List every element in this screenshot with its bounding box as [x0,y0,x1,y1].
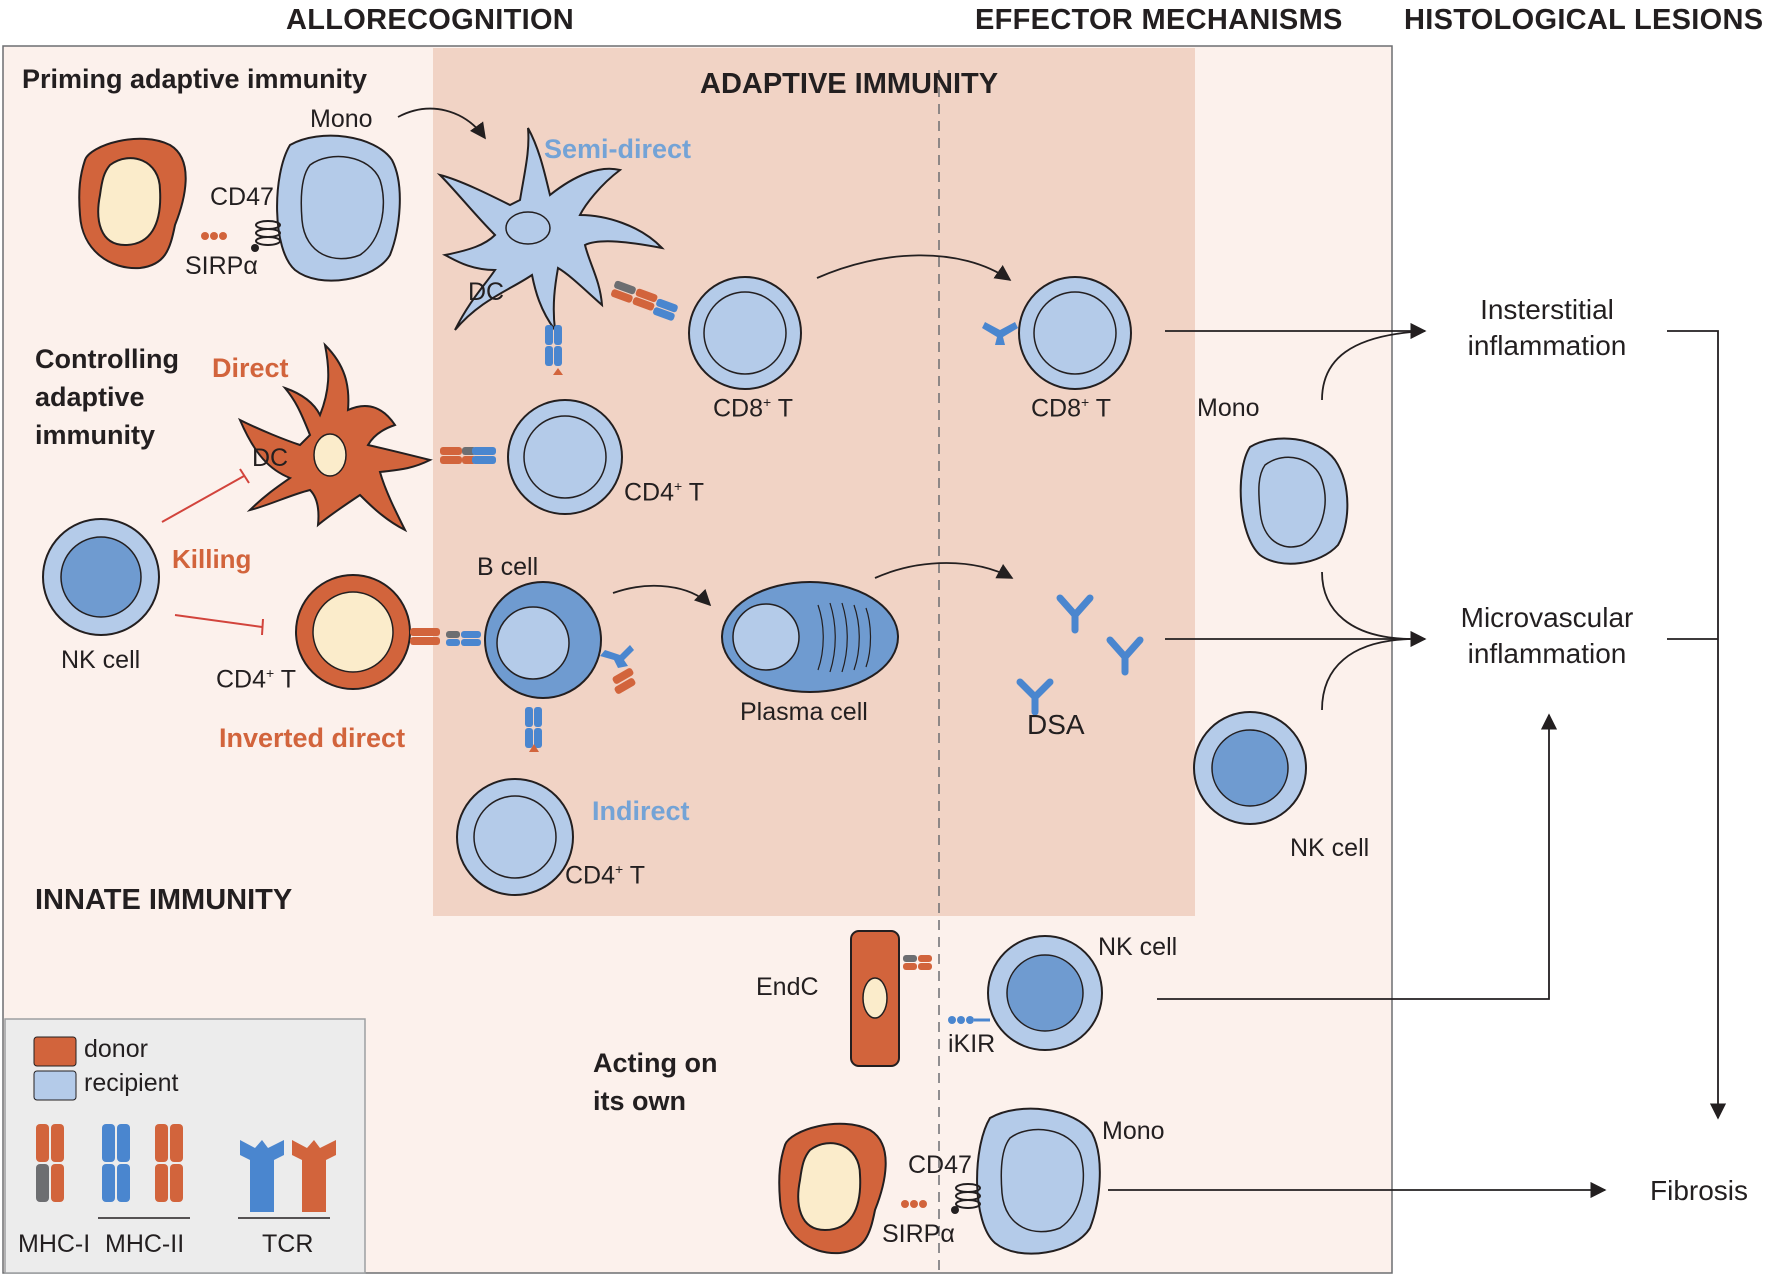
legend-tcr-label: TCR [262,1230,314,1258]
dsa-antibodies [1016,594,1144,716]
label-indirect: Indirect [592,796,690,826]
cd4-t-cell-indirect [456,778,574,896]
legend-recipient-swatch [33,1070,77,1101]
cd4-t-cell-donor [295,574,411,690]
nk-cell-right [1193,711,1307,825]
dc-semi-direct [436,127,665,334]
arrow-mono-to-dc [397,107,486,140]
donor-cell-bottom [778,1122,887,1255]
sirpa-ligand-bottom [901,1200,927,1208]
arrow-b-to-plasma [612,584,712,607]
arrow-cd8-to-effector [816,254,1012,281]
mono-cell-top [251,134,401,282]
endothelial-cell [850,930,932,1067]
label-cd47-bottom: CD47 [908,1151,972,1179]
label-mono-right: Mono [1197,394,1260,422]
arrow-mono-interstitial [1321,330,1426,401]
tcr-indirect [525,707,542,752]
legend-mhc2-red-icon [155,1124,183,1202]
lesion-fibrosis: Fibrosis [1650,1175,1749,1206]
inhibit-line-cd4 [174,614,263,628]
arrow-mono-micro [1321,571,1411,640]
label-nk-bottom: NK cell [1098,933,1178,961]
section-controlling-2: adaptive [35,382,145,412]
arrow-nk-to-micro [1157,713,1558,1000]
cd4-t-cell-direct [507,399,623,515]
mono-cell-bottom [951,1107,1101,1255]
section-innate: INNATE IMMUNITY [35,884,293,916]
label-b-cell: B cell [477,553,539,581]
label-cd4-t-direct: CD4+ T [624,478,704,507]
arrow-plasma-to-dsa [874,562,1014,579]
label-cd47-top: CD47 [210,183,274,211]
label-inverted-direct: Inverted direct [219,723,406,753]
legend-tcr-red-icon [292,1140,336,1212]
donor-cell-top [78,137,187,270]
label-nk-left: NK cell [61,646,141,674]
mono-cell-right [1239,437,1349,565]
label-dc-direct: DC [252,444,289,472]
legend-tcr-blue-icon [240,1140,284,1212]
label-killing: Killing [172,544,252,574]
label-cd4-t-indirect: CD4+ T [565,861,645,890]
inhibit-line-dc [161,475,245,523]
arrow-to-fibrosis-right [1667,330,1727,1120]
section-adaptive: ADAPTIVE IMMUNITY [700,68,999,100]
cd8-t-cell-1 [688,276,802,390]
plasma-cell [721,581,899,693]
header-allorecognition: ALLORECOGNITION [286,4,575,36]
section-controlling-3: immunity [35,420,156,450]
label-ikir: iKIR [948,1030,996,1058]
tcr-donor [410,628,440,645]
section-priming: Priming adaptive immunity [22,64,368,94]
section-acting-2: its own [593,1086,686,1116]
section-acting-1: Acting on [593,1048,718,1078]
label-cd8-t-2: CD8+ T [1031,394,1111,423]
section-controlling-1: Controlling [35,344,179,374]
label-endc: EndC [756,973,819,1001]
header-histological: HISTOLOGICAL LESIONS [1404,4,1764,36]
label-semi-direct: Semi-direct [544,134,692,164]
label-direct: Direct [212,353,289,383]
mhc-dc-cd8 [611,280,658,311]
label-mono-bottom: Mono [1102,1117,1165,1145]
nk-cell-left [42,518,160,636]
cd8-t-cell-2 [982,276,1132,390]
legend-mhc2-blue-icon [102,1124,130,1202]
tcr-cd8-semi [653,298,678,321]
label-cd4-t-donor: CD4+ T [216,665,296,694]
header-effector: EFFECTOR MECHANISMS [975,4,1343,36]
dc-direct [238,341,433,533]
label-cd8-t-1: CD8+ T [713,394,793,423]
nk-cell-bottom [948,935,1103,1051]
label-dc-semi: DC [468,278,505,306]
label-mono-top: Mono [310,105,373,133]
legend-donor-label: donor [84,1035,148,1063]
tcr-vertical-cd4 [545,325,563,375]
mhc-bcell [446,631,481,646]
label-nk-right: NK cell [1290,834,1370,862]
legend-recipient-label: recipient [84,1069,179,1097]
legend-mhc1-icon [36,1124,64,1202]
bcr-antigen [600,645,636,694]
label-sirpa-bottom: SIRPα [882,1220,955,1248]
label-sirpa-top: SIRPα [185,252,258,280]
legend-mhc1-label: MHC-I [18,1230,91,1258]
legend-mhc2-label: MHC-II [105,1230,185,1258]
legend-donor-swatch [33,1036,77,1067]
label-dsa: DSA [1027,709,1085,740]
arrow-nk-micro [1321,638,1411,711]
b-cell [484,581,602,699]
label-plasma-cell: Plasma cell [740,698,868,726]
tcr-direct [472,447,496,464]
sirpa-ligand-top [201,232,227,240]
